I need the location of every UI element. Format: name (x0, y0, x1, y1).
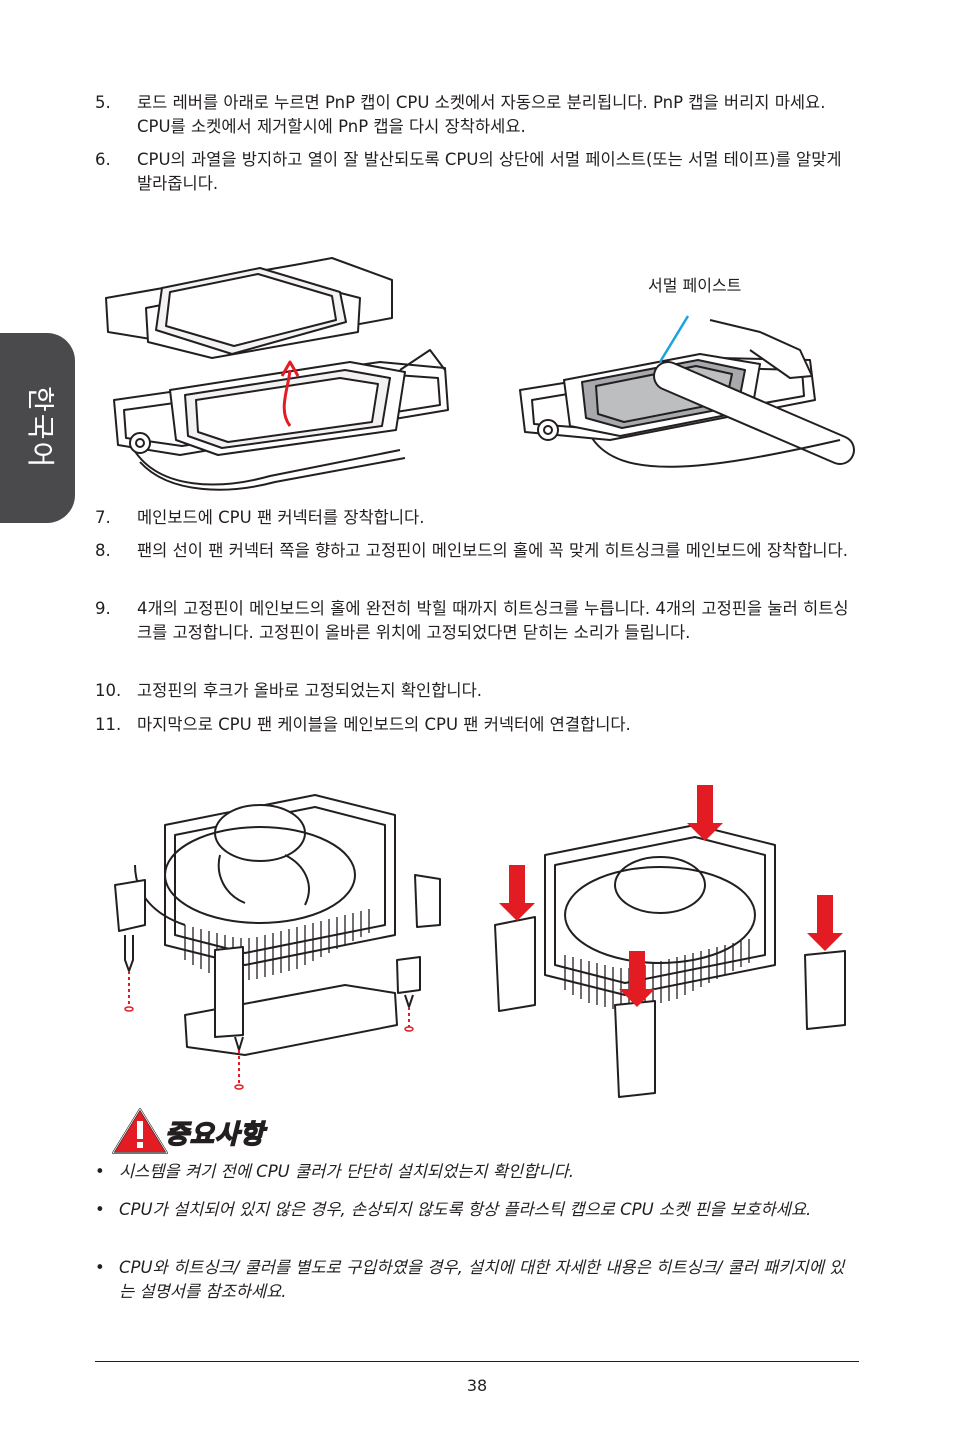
step-number: 10. (95, 681, 122, 700)
important-item-text: 시스템을 켜기 전에 CPU 쿨러가 단단히 설치되었는지 확인합니다. (119, 1162, 575, 1181)
step-text: 마지막으로 CPU 팬 케이블을 메인보드의 CPU 팬 커넥터에 연결합니다. (137, 715, 631, 734)
page-number: 38 (466, 1376, 488, 1395)
bullet-marker: • (95, 1162, 105, 1181)
step-text: 고정핀의 후크가 올바로 고정되었는지 확인합니다. (137, 681, 483, 700)
language-side-tab: 한국어 (0, 333, 75, 523)
step-text: 팬의 선이 팬 커넥터 쪽을 향하고 고정핀이 메인보드의 홀에 꼭 맞게 히트… (137, 541, 848, 560)
cpu-socket-illustration (100, 250, 860, 500)
language-tab-label: 한국어 (24, 386, 57, 470)
step-number: 5. (95, 93, 111, 112)
down-arrows (499, 785, 843, 1007)
important-item-text: CPU가 설치되어 있지 않은 경우, 손상되지 않도록 항상 플라스틱 캡으로… (119, 1200, 812, 1219)
step-text: CPU의 과열을 방지하고 열이 잘 발산되도록 CPU의 상단에 서멀 페이스… (137, 150, 842, 193)
bullet-marker: • (95, 1258, 105, 1277)
thermal-paste-callout: 서멀 페이스트 (648, 276, 742, 295)
heatsink-pressed-drawing (494, 785, 846, 1098)
step-number: 8. (95, 541, 111, 560)
footer-divider (95, 1361, 859, 1362)
step-number: 9. (95, 599, 111, 618)
step-text: 메인보드에 CPU 팬 커넥터를 장착합니다. (137, 508, 425, 527)
important-item-text: CPU와 히트싱크/ 쿨러를 별도로 구입하였을 경우, 설치에 대한 자세한 … (119, 1258, 845, 1301)
step-number: 11. (95, 715, 122, 734)
step-text: 로드 레버를 아래로 누르면 PnP 캡이 CPU 소켓에서 자동으로 분리됩니… (137, 93, 826, 136)
step-number: 6. (95, 150, 111, 169)
important-title: 중요사항 (164, 1119, 265, 1151)
warning-triangle-icon (110, 1106, 180, 1156)
socket-with-thermal-paste-drawing (519, 315, 855, 468)
bullet-marker: • (95, 1200, 105, 1219)
heatsink-alignment-drawing (114, 794, 441, 1090)
heatsink-installation-illustration (95, 775, 865, 1100)
step-text: 4개의 고정핀이 메인보드의 홀에 완전히 박힐 때까지 히트싱크를 누릅니다.… (137, 599, 849, 642)
socket-with-pnp-cap-drawing (105, 257, 449, 491)
step-number: 7. (95, 508, 111, 527)
